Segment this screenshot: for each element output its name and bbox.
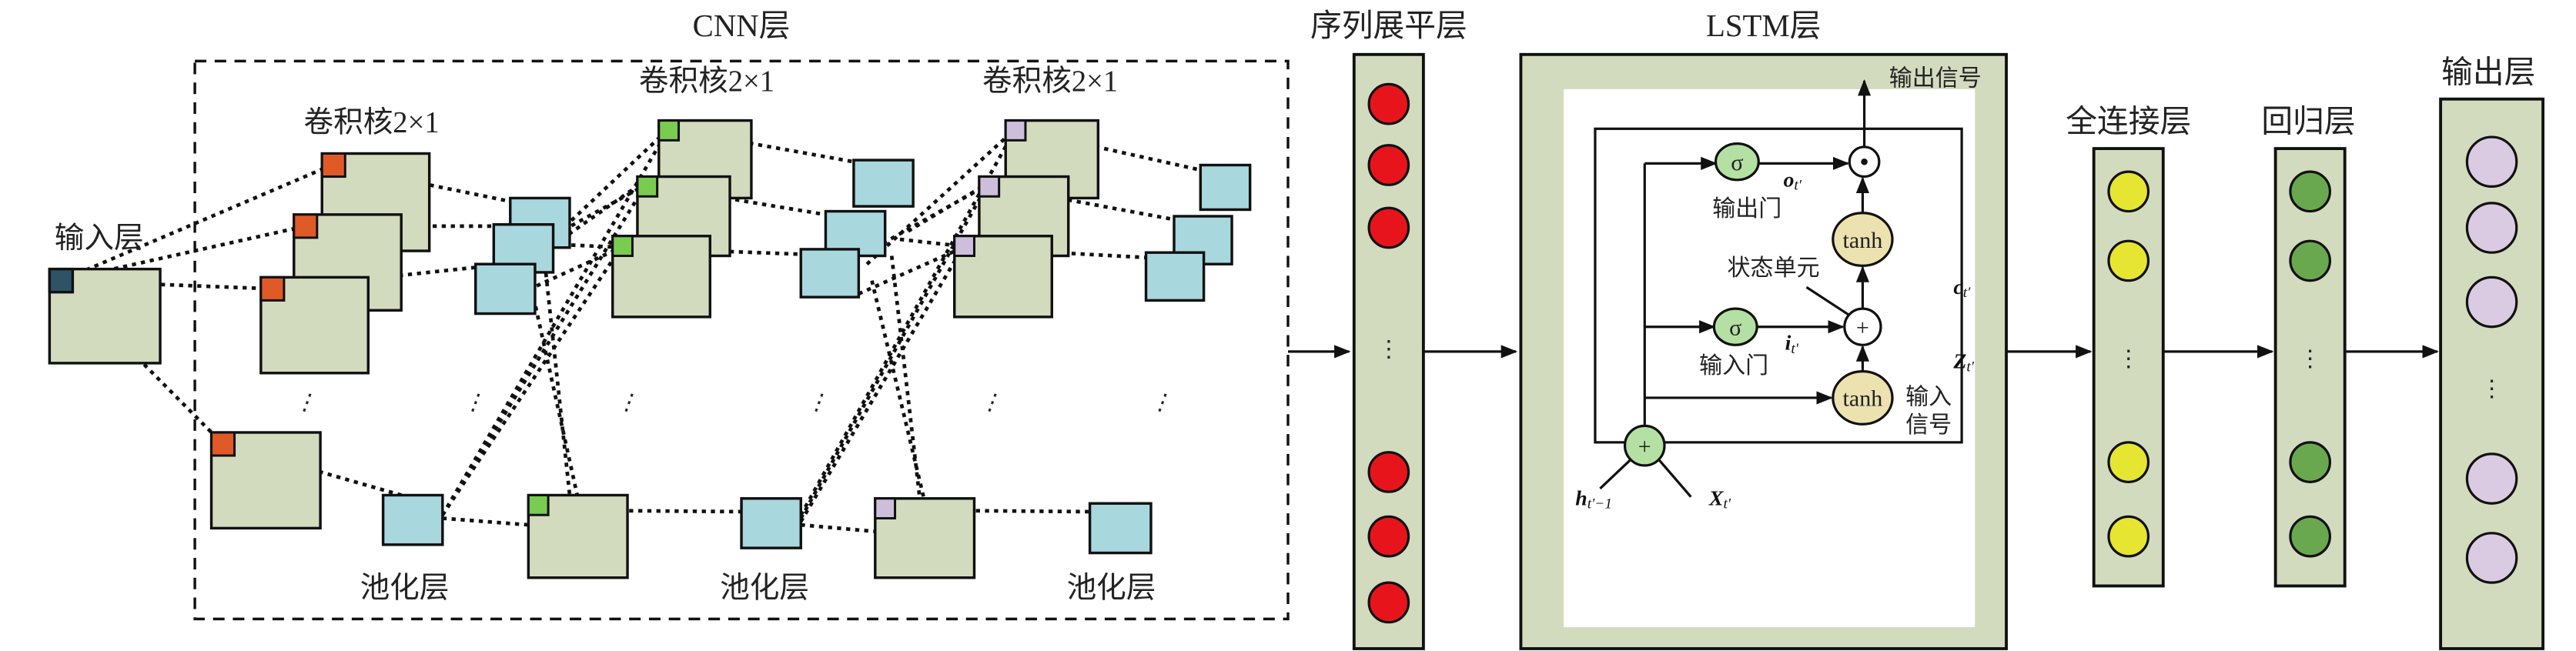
conv1-label: 卷积核2×1 bbox=[304, 106, 440, 139]
output-title: 输出层 bbox=[2441, 55, 2535, 89]
c-var-label: ct′ bbox=[1953, 275, 1971, 301]
fc-nodes bbox=[2107, 170, 2150, 558]
svg-text:⋮: ⋮ bbox=[804, 386, 834, 418]
flatten-nodes bbox=[1367, 82, 1410, 624]
elementwise-product-node bbox=[1848, 145, 1881, 179]
i-var-label: it′ bbox=[1785, 332, 1799, 357]
svg-text:+: + bbox=[1856, 315, 1869, 340]
regression-ellipsis: ⋮ bbox=[2299, 346, 2322, 372]
lstm-layer: LSTM层 σ σ tanh bbox=[1519, 8, 2008, 650]
flatten-ellipsis: ⋮ bbox=[1377, 336, 1400, 362]
pool3-label: 池化层 bbox=[1067, 572, 1156, 604]
input-signal-label-1: 输入 bbox=[1905, 385, 1952, 410]
pool1-maps bbox=[381, 196, 571, 546]
output-gate-sigma: σ bbox=[1714, 142, 1760, 182]
conv3-label: 卷积核2×1 bbox=[982, 65, 1118, 98]
cnn-ellipsis-marks: ⋮ ⋮ ⋮ ⋮ ⋮ ⋮ bbox=[292, 386, 1178, 418]
o-var-label: ot′ bbox=[1783, 168, 1802, 193]
h-var-label: ht′−1 bbox=[1575, 486, 1612, 512]
svg-text:σ: σ bbox=[1729, 315, 1741, 340]
cnn-layer: CNN层 输入层 卷积核2×1 bbox=[48, 8, 1290, 621]
regression-layer: 回归层 ⋮ bbox=[2261, 105, 2356, 588]
svg-text:σ: σ bbox=[1731, 150, 1743, 175]
lstm-title: LSTM层 bbox=[1706, 8, 1821, 43]
state-cell-label: 状态单元 bbox=[1728, 255, 1820, 281]
x-var-label: Xt′ bbox=[1708, 486, 1731, 512]
conv1-feature-maps bbox=[209, 152, 431, 530]
pool3-maps bbox=[1088, 163, 1252, 555]
state-tanh: tanh bbox=[1832, 212, 1894, 267]
output-signal-label: 输出信号 bbox=[1889, 66, 1982, 92]
input-kernel-square bbox=[48, 267, 75, 294]
conv2-feature-maps bbox=[527, 119, 753, 579]
fc-ellipsis: ⋮ bbox=[2117, 346, 2140, 372]
input-gate-sigma: σ bbox=[1712, 307, 1758, 346]
fc-title: 全连接层 bbox=[2066, 105, 2191, 139]
output-gate-label: 输出门 bbox=[1712, 196, 1781, 222]
state-sum-node: + bbox=[1843, 307, 1882, 346]
svg-text:tanh: tanh bbox=[1843, 386, 1883, 412]
input-feature-map bbox=[48, 267, 162, 365]
input-gate-label: 输入门 bbox=[1699, 353, 1768, 379]
flatten-title: 序列展平层 bbox=[1310, 8, 1467, 43]
input-concat-node: + bbox=[1623, 424, 1666, 467]
svg-text:⋮: ⋮ bbox=[614, 386, 644, 418]
output-nodes bbox=[2465, 135, 2518, 584]
svg-text:⋮: ⋮ bbox=[1147, 386, 1177, 418]
svg-text:⋮: ⋮ bbox=[292, 386, 322, 418]
cnn-title: CNN层 bbox=[693, 8, 791, 43]
svg-text:⋮: ⋮ bbox=[460, 386, 490, 418]
regression-nodes bbox=[2289, 170, 2332, 558]
output-ellipsis: ⋮ bbox=[2481, 376, 2504, 402]
svg-text:+: + bbox=[1638, 434, 1651, 459]
svg-text:⋮: ⋮ bbox=[977, 386, 1007, 418]
regression-title: 回归层 bbox=[2261, 105, 2355, 139]
fully-connected-layer: 全连接层 ⋮ bbox=[2066, 105, 2191, 588]
svg-text:tanh: tanh bbox=[1843, 228, 1883, 253]
input-layer-label: 输入层 bbox=[55, 222, 144, 255]
input-signal-label-2: 信号 bbox=[1905, 412, 1952, 438]
flatten-layer: 序列展平层 ⋮ bbox=[1310, 8, 1467, 650]
conv3-feature-maps bbox=[874, 119, 1100, 579]
pool2-maps bbox=[740, 159, 915, 549]
output-layer: 输出层 ⋮ bbox=[2439, 55, 2545, 650]
z-var-label: Zt′ bbox=[1952, 349, 1974, 375]
cnn-dashed-boundary bbox=[193, 59, 1290, 621]
input-tanh: tanh bbox=[1832, 370, 1894, 426]
conv2-label: 卷积核2×1 bbox=[639, 65, 774, 98]
pool2-label: 池化层 bbox=[720, 572, 809, 604]
pool1-label: 池化层 bbox=[360, 572, 450, 604]
